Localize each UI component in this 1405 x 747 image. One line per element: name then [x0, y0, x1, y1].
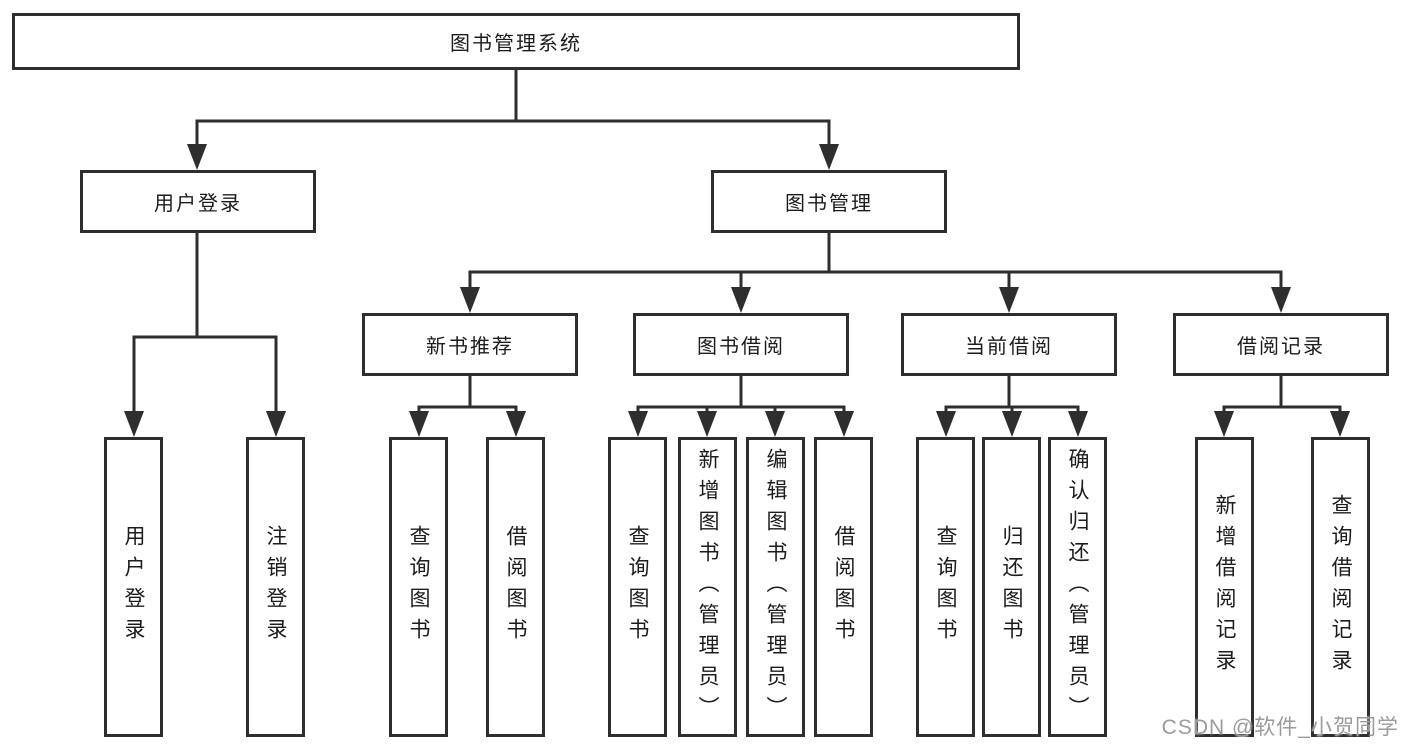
- leaf-label: 查询图书: [934, 525, 957, 649]
- arrowhead: [124, 411, 144, 437]
- arrowhead: [187, 144, 207, 170]
- arrowhead: [731, 287, 751, 313]
- leaf-query-books-borrow: 查询图书: [608, 437, 667, 737]
- leaf-label: 归还图书: [1000, 525, 1023, 649]
- node-current-borrow: 当前借阅: [901, 313, 1117, 376]
- leaf-label: 借阅图书: [832, 525, 855, 649]
- arrowhead: [628, 411, 648, 437]
- arrowhead: [819, 144, 839, 170]
- leaf-label: 确认归还（管理员）: [1066, 447, 1089, 727]
- node-user-login: 用户登录: [80, 170, 316, 233]
- arrowhead: [1330, 411, 1350, 437]
- leaf-label: 借阅图书: [504, 525, 527, 649]
- node-book-borrow: 图书借阅: [633, 313, 849, 376]
- leaf-borrow-books: 借阅图书: [814, 437, 873, 737]
- arrowhead: [1271, 287, 1291, 313]
- arrowhead: [266, 411, 286, 437]
- leaf-logout: 注销登录: [246, 437, 305, 737]
- node-label: 新书推荐: [426, 336, 514, 358]
- node-label: 图书借阅: [697, 336, 785, 358]
- leaf-label: 用户登录: [122, 525, 145, 649]
- leaf-add-book-admin: 新增图书（管理员）: [678, 437, 737, 737]
- arrowhead: [834, 411, 854, 437]
- leaf-label: 查询图书: [407, 525, 430, 649]
- node-label: 当前借阅: [965, 336, 1053, 358]
- node-label: 图书管理系统: [450, 33, 582, 55]
- node-label: 用户登录: [154, 193, 242, 215]
- leaf-return-books: 归还图书: [982, 437, 1041, 737]
- arrowhead: [460, 287, 480, 313]
- leaf-edit-book-admin: 编辑图书（管理员）: [746, 437, 805, 737]
- leaf-query-borrow-record: 查询借阅记录: [1311, 437, 1370, 737]
- arrowhead: [697, 411, 717, 437]
- leaf-add-borrow-record: 新增借阅记录: [1195, 437, 1254, 737]
- arrowhead: [999, 287, 1019, 313]
- leaf-query-books-current: 查询图书: [916, 437, 975, 737]
- node-new-book-recommend: 新书推荐: [362, 313, 578, 376]
- leaf-label: 注销登录: [264, 525, 287, 649]
- arrowhead: [936, 411, 956, 437]
- leaf-label: 编辑图书（管理员）: [764, 447, 787, 727]
- leaf-user-login: 用户登录: [104, 437, 163, 737]
- node-label: 图书管理: [785, 193, 873, 215]
- leaf-label: 新增图书（管理员）: [696, 447, 719, 727]
- arrowhead: [1002, 411, 1022, 437]
- node-borrow-records: 借阅记录: [1173, 313, 1389, 376]
- leaf-label: 新增借阅记录: [1213, 494, 1236, 680]
- arrowhead: [409, 411, 429, 437]
- arrowhead: [765, 411, 785, 437]
- leaf-borrow-books-recommend: 借阅图书: [486, 437, 545, 737]
- leaf-label: 查询图书: [626, 525, 649, 649]
- leaf-query-books-recommend: 查询图书: [389, 437, 448, 737]
- node-label: 借阅记录: [1237, 336, 1325, 358]
- node-library-system: 图书管理系统: [12, 13, 1020, 70]
- node-book-management: 图书管理: [711, 170, 947, 233]
- leaf-confirm-return-admin: 确认归还（管理员）: [1048, 437, 1107, 737]
- arrowhead: [1214, 411, 1234, 437]
- leaf-label: 查询借阅记录: [1329, 494, 1352, 680]
- arrowhead: [1068, 411, 1088, 437]
- arrowhead: [506, 411, 526, 437]
